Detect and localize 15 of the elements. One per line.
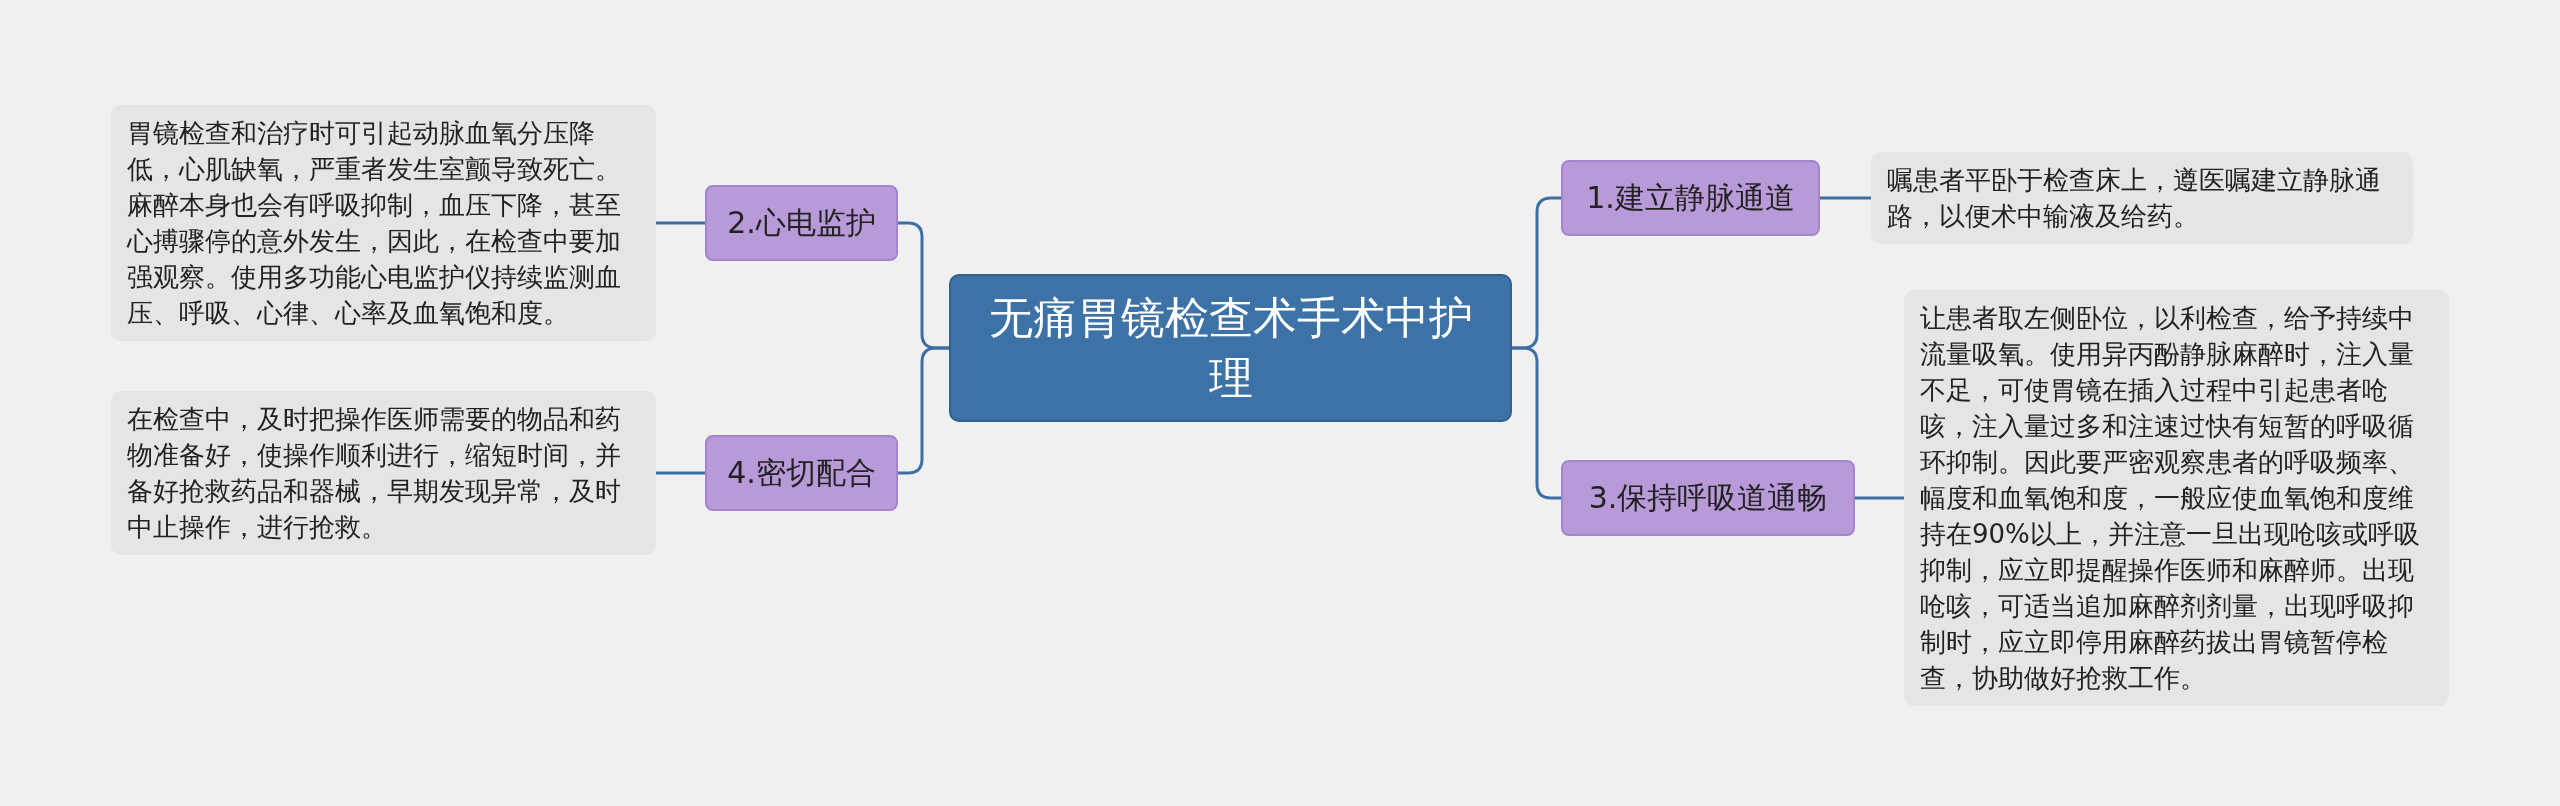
connector-line [656,471,705,475]
note-card: 在检查中，及时把操作医师需要的物品和药物准备好，使操作顺利进行，缩短时间，并备好抢救药品和器械，早期发现异常，及时中止操作，进行抢救。 [111,391,656,555]
connector-line [1855,496,1904,500]
note-card: 嘱患者平卧于检查床上，遵医嘱建立静脉通路，以便术中输液及给药。 [1871,152,2413,244]
connector-line [1512,346,1561,500]
connector-line [656,221,705,225]
topic-box: 4.密切配合 [705,435,898,511]
connector-line [1820,196,1871,200]
connector-line [898,346,949,475]
topic-box: 3.保持呼吸道通畅 [1561,460,1855,536]
note-card: 胃镜检查和治疗时可引起动脉血氧分压降低，心肌缺氧，严重者发生室颤导致死亡。麻醉本身也会有呼吸抑制，血压下降，甚至心搏骤停的意外发生，因此，在检查中要加强观察。使用多功能心电监护仪持续监测血压、呼吸、心律、心率及血氧饱和度。 [111,105,656,341]
central-topic-box: 无痛胃镜检查术手术中护理 [949,274,1512,422]
note-card: 让患者取左侧卧位，以利检查，给予持续中流量吸氧。使用异丙酚静脉麻醉时，注入量不足，可使胃镜在插入过程中引起患者呛咳，注入量过多和注速过快有短暂的呼吸循环抑制。因此要严密观察患者的呼吸频率、幅度和血氧饱和度，一般应使血氧饱和度维持在90%以上，并注意一旦出现呛咳或呼吸抑制，应立即提醒操作医师和麻醉师。出现呛咳，可适当追加麻醉剂剂量，出现呼吸抑制时，应立即停用麻醉药拔出胃镜暂停检查，协助做好抢救工作。 [1904,290,2449,706]
topic-box: 1.建立静脉通道 [1561,160,1820,236]
topic-box: 2.心电监护 [705,185,898,261]
